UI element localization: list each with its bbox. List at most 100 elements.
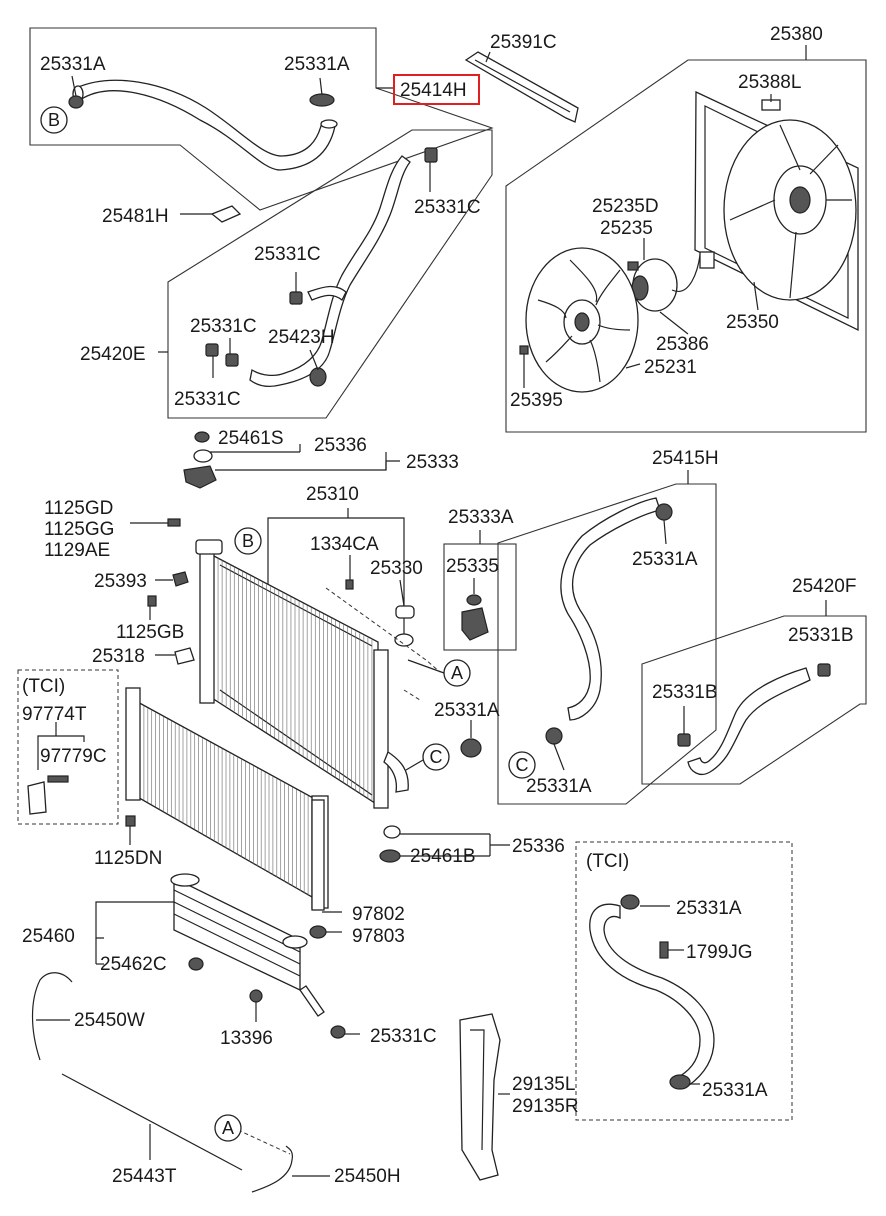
radiator (199, 544, 389, 809)
part-number-label: 25350 (726, 312, 779, 333)
part-number-label: 25331C (174, 389, 241, 410)
air-guard (459, 1013, 501, 1181)
part-number-label: 25331A (526, 776, 592, 797)
callout-letter: A (451, 663, 463, 683)
lower-hose-outlet (383, 751, 409, 793)
group-box-hose-lower (641, 615, 867, 785)
oil-cooler-clip (188, 957, 204, 971)
part-number-label: 25331A (434, 700, 500, 721)
group-box-tci-left (17, 669, 119, 825)
part-number-label: 25331C (370, 1026, 437, 1047)
mount-bracket (172, 571, 189, 587)
part-number-label: 1334CA (310, 534, 379, 555)
part-number-label: 25335 (446, 556, 499, 577)
drain-cap (395, 605, 415, 619)
hose-clamp (225, 353, 239, 367)
part-number-label: 25393 (94, 571, 147, 592)
callout-letter: C (430, 747, 443, 767)
radiator-cap (183, 465, 217, 489)
lower-mount (174, 647, 195, 665)
part-number-label: 25331A (40, 54, 106, 75)
part-number-label: 25235 (600, 218, 653, 239)
fan-screw (519, 345, 529, 355)
callout-letter: B (48, 110, 60, 130)
hose-clamp (68, 95, 84, 109)
part-number-label: 25460 (22, 926, 75, 947)
part-number-label: 29135L (512, 1074, 575, 1095)
part-number-label: 25330 (370, 558, 423, 579)
callout-a-radiator: A (443, 659, 471, 687)
bottom-insulator (383, 825, 401, 839)
tci-label: (TCI) (586, 851, 629, 872)
hose-clamp (669, 1074, 691, 1090)
cooler-line (299, 985, 325, 1017)
part-number-label: 1129AE (44, 540, 110, 561)
callout-a-bottom: A (214, 1114, 242, 1142)
callout-c-hose: C (508, 751, 536, 779)
part-number-label: 25450H (334, 1166, 401, 1187)
part-number-label: 25443T (112, 1166, 177, 1187)
hose-clamp (655, 503, 673, 521)
part-number-label: 97803 (352, 926, 405, 947)
part-number-label: 97802 (352, 904, 405, 925)
callout-b-radiator: B (234, 527, 262, 555)
reservoir-hose (251, 1145, 293, 1193)
reservoir-cap (461, 607, 489, 641)
part-number-label: 25388L (738, 72, 801, 93)
bracket-bolt (147, 595, 157, 607)
radiator-bolt (345, 579, 354, 590)
part-number-label: 25395 (510, 390, 563, 411)
upper-hose (560, 497, 661, 721)
cap-ring (193, 449, 213, 463)
cap-seal (466, 594, 482, 606)
part-number-label: 25231 (644, 357, 697, 378)
overflow-hose (31, 972, 73, 1061)
group-box-tci-right (575, 841, 793, 1121)
part-number-label: 25420F (792, 576, 856, 597)
part-number-label: 25331B (788, 625, 854, 646)
callout-letter: A (222, 1118, 234, 1138)
part-number-label: 97779C (40, 746, 107, 767)
hose-clamp (309, 93, 335, 107)
mount-bolt (167, 518, 181, 527)
part-number-label: 25310 (306, 484, 359, 505)
highlight-frame (393, 74, 480, 105)
part-number-label: 25331A (702, 1080, 768, 1101)
tci-label: (TCI) (22, 676, 65, 697)
air-guard-bar (464, 51, 579, 123)
lower-hose (687, 667, 811, 776)
cooling-fan (525, 247, 639, 393)
part-number-label: 25318 (92, 646, 145, 667)
part-number-label: 25331A (676, 898, 742, 919)
mount-bracket (27, 775, 69, 815)
part-number-label: 25333 (406, 452, 459, 473)
callout-c-radiator: C (422, 743, 450, 771)
part-number-label: 29135R (512, 1096, 579, 1117)
upper-hose (72, 79, 338, 171)
part-number-label: 25415H (652, 448, 719, 469)
part-number-label: 1125GB (116, 622, 184, 643)
bottom-cushion (379, 849, 401, 863)
part-number-label: 25336 (512, 836, 565, 857)
hose-bracket (210, 205, 242, 223)
callout-letter: C (516, 755, 529, 775)
part-number-label: 25461B (410, 846, 476, 867)
group-box-upper-hose (29, 27, 494, 211)
radiator-drain-plug (394, 633, 414, 647)
part-number-label: 25333A (448, 507, 514, 528)
part-number-label: 25450W (74, 1010, 145, 1031)
part-number-label: 25481H (102, 206, 169, 227)
tci-hose (589, 903, 715, 1087)
part-number-label: 25420E (80, 344, 146, 365)
fan-motor (627, 251, 715, 312)
part-number-label: 1125GD (44, 498, 113, 519)
hose-clamp (545, 727, 563, 745)
lower-hose (249, 155, 411, 387)
part-number-label: 1125GG (44, 519, 114, 540)
upper-mount (195, 539, 223, 555)
hose-clamp (330, 1025, 346, 1039)
group-box-lower-hose (167, 129, 493, 419)
condenser-bolt (125, 815, 136, 827)
part-number-label: 25380 (770, 24, 823, 45)
